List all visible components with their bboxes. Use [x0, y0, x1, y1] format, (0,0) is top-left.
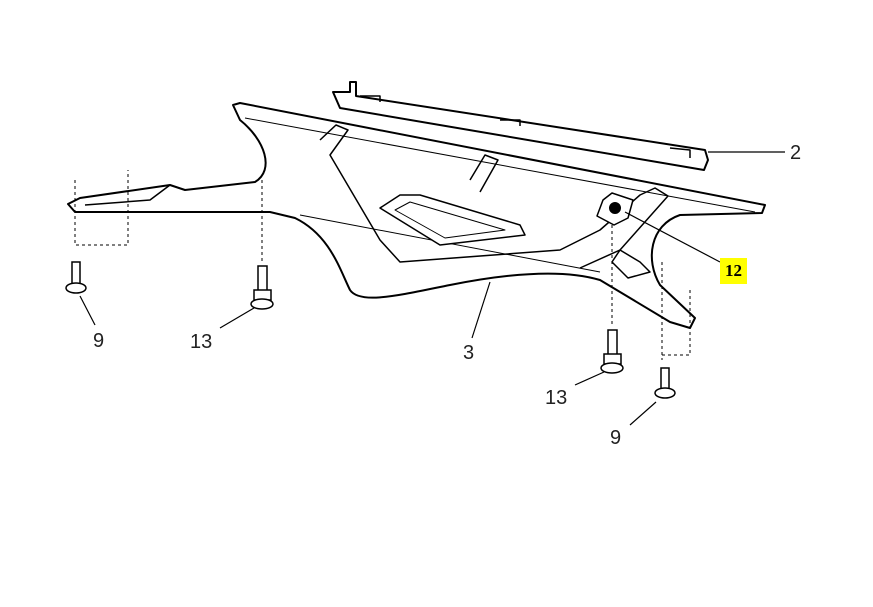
callout-2: 2 [790, 142, 802, 164]
callout-12-highlighted: 12 [720, 258, 747, 284]
bolt-13-right [600, 329, 624, 374]
callout-13-left: 13 [190, 331, 213, 353]
bolt-13-left [250, 265, 274, 310]
screw-9-left [65, 261, 87, 294]
screw-9-right [654, 367, 676, 399]
callout-9-right: 9 [610, 427, 622, 449]
callout-9-left: 9 [93, 330, 105, 352]
callout-3: 3 [463, 342, 475, 364]
callout-13-right: 13 [545, 387, 568, 409]
